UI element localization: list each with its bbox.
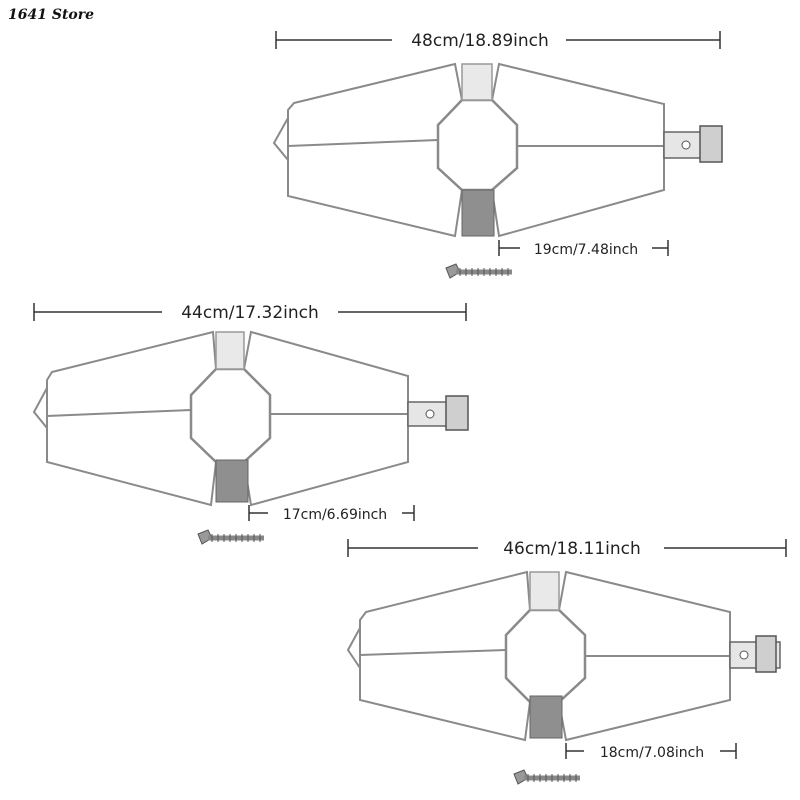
dimension-line-length-3 [347,539,787,557]
handle-plate-top [529,571,560,611]
handle-plate-top [215,331,245,370]
length-label-3: 46cm/18.11inch [503,539,641,559]
handle-plate-top [461,63,493,101]
handle-plate-bottom [215,459,249,503]
center-label-3: 18cm/7.08inch [600,745,704,761]
handle-plate-bottom [529,695,563,739]
dimension-line-center-2 [248,505,415,521]
latch-clip-icon [729,635,781,673]
wing-screw-icon [513,769,580,785]
store-watermark: 1641 Store [8,7,94,23]
latch-clip-icon [663,125,723,163]
center-label-2: 17cm/6.69inch [283,507,387,523]
dimension-line-center-3 [565,743,737,759]
length-label-2: 44cm/17.32inch [181,303,319,323]
center-label-1: 19cm/7.48inch [534,242,638,258]
dimension-line-length-1 [275,31,721,49]
wing-screw-icon [445,263,512,279]
dimension-line-length-2 [33,303,467,321]
length-label-1: 48cm/18.89inch [411,31,549,51]
latch-clip-icon [407,395,469,431]
wing-screw-icon [197,529,264,545]
dimension-line-center-1 [498,240,669,256]
handle-plate-bottom [461,189,495,237]
